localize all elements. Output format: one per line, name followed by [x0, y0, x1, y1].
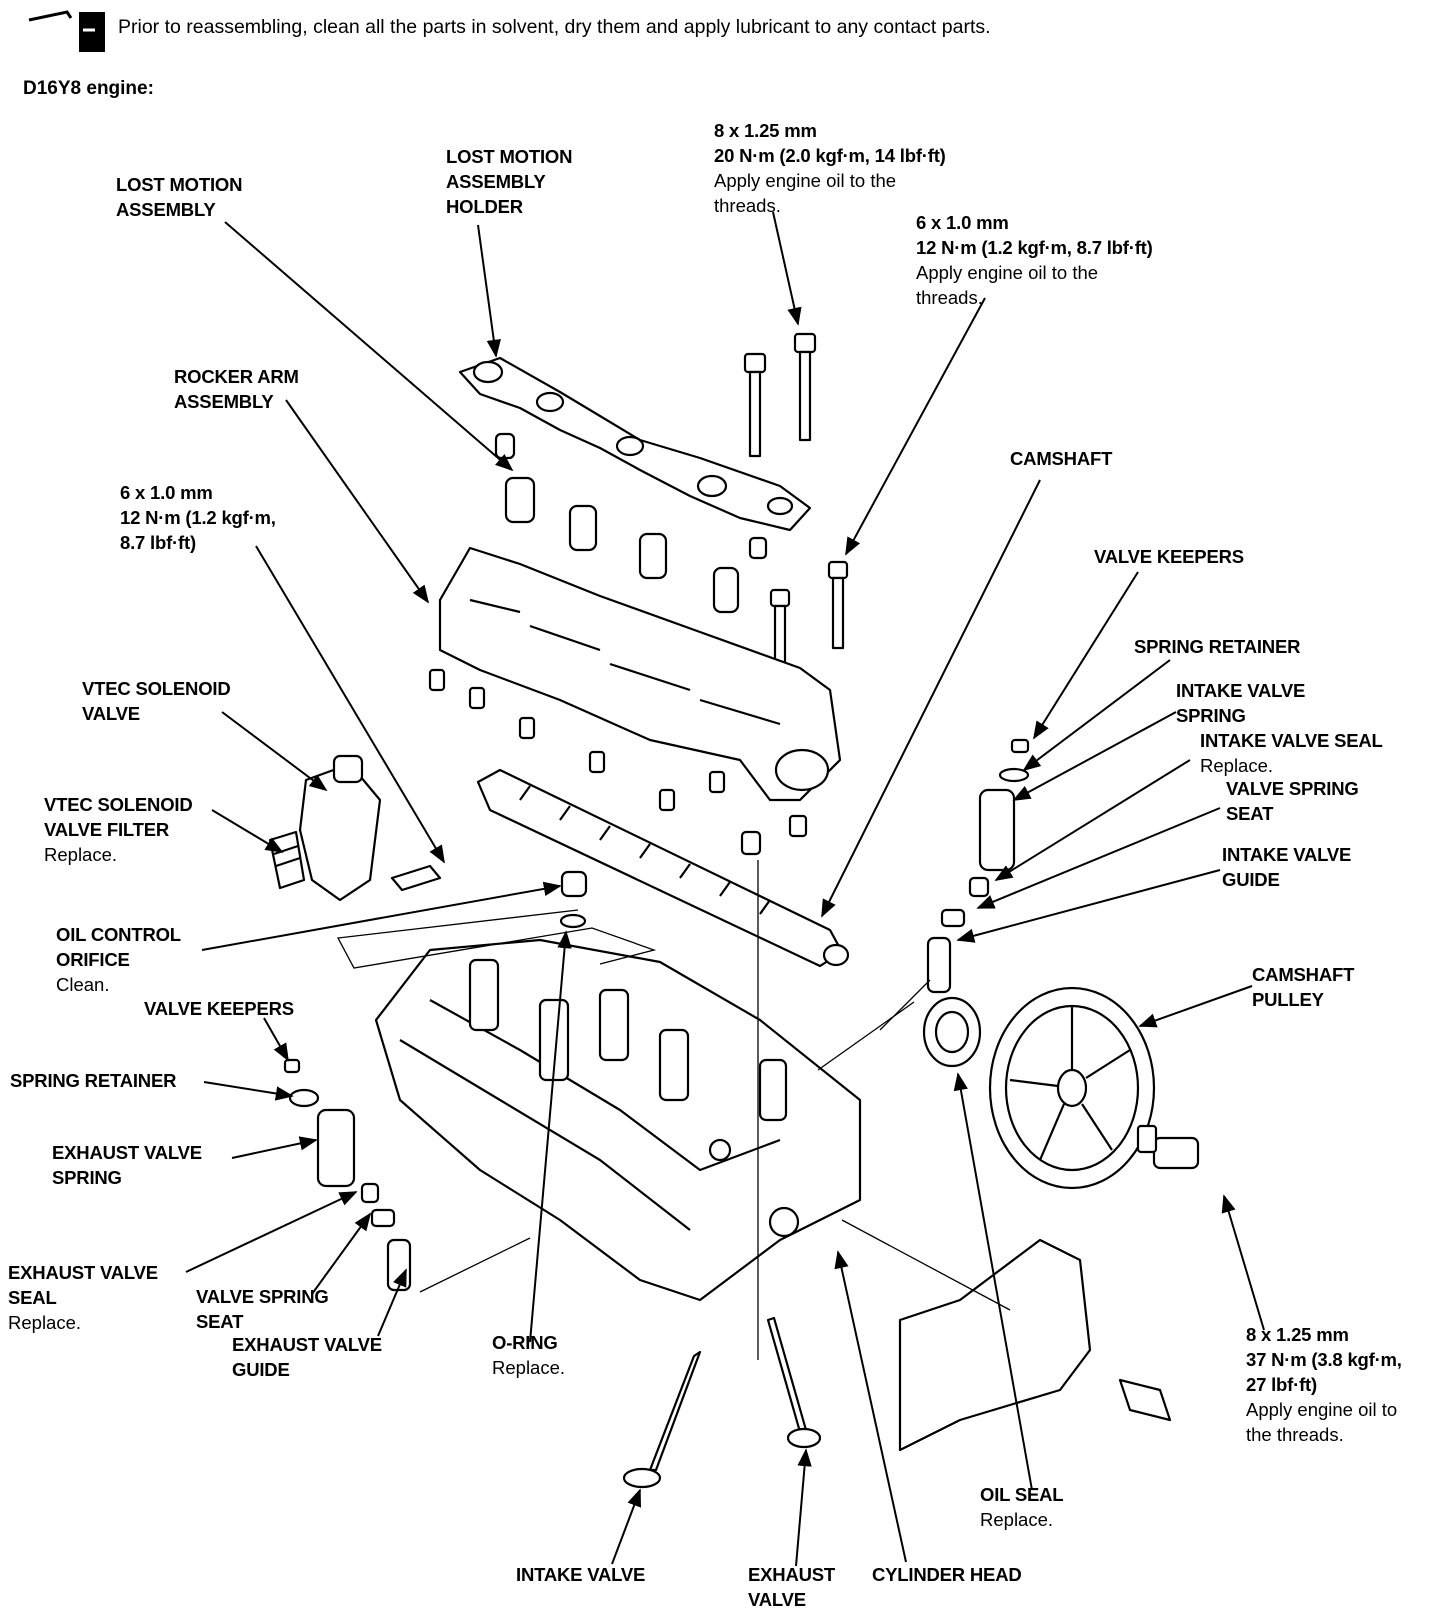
label-valve-keepers-right: VALVE KEEPERS — [1094, 546, 1244, 567]
bolts-8mm-top — [743, 332, 817, 458]
valve-springs-in-head — [468, 958, 788, 1122]
intake-valve-train-part — [926, 738, 1030, 994]
rocker-arm-assembly-part — [438, 546, 842, 802]
label-cylinder-head: CYLINDER HEAD — [872, 1564, 1022, 1585]
intake-valve-part — [622, 1350, 702, 1489]
label-camshaft: CAMSHAFT — [1010, 448, 1113, 469]
camshaft-pulley-part — [988, 986, 1156, 1190]
lost-motion-holder-part — [458, 356, 812, 532]
oil-control-orifice-part — [560, 870, 588, 898]
label-spring-retainer-left: SPRING RETAINER — [10, 1070, 177, 1091]
vtec-solenoid-part — [298, 754, 442, 902]
leader-lines — [185, 211, 1265, 1567]
guide-lines — [336, 860, 1011, 1360]
reassembly-note: Prior to reassembling, clean all the par… — [118, 16, 991, 38]
oil-seal-part — [922, 996, 982, 1068]
engine-heading: D16Y8 engine: — [23, 78, 154, 99]
o-ring-part — [559, 913, 587, 929]
exhaust-valve-train-part — [283, 1058, 412, 1292]
label-intake-valve: INTAKE VALVE — [516, 1564, 646, 1585]
cylinder-head-part — [374, 938, 862, 1302]
wrench-book-icon — [27, 6, 107, 61]
bolts-6mm — [769, 560, 849, 668]
camshaft-part — [476, 768, 850, 968]
timing-cover-part — [898, 1238, 1172, 1452]
label-valve-keepers-left: VALVE KEEPERS — [144, 998, 294, 1019]
bolt-8mm-side — [1136, 1124, 1200, 1170]
lost-motion-plungers — [494, 432, 768, 614]
exhaust-valve-part — [766, 1316, 822, 1449]
vtec-filter-part — [268, 830, 306, 890]
rocker-pins — [428, 668, 808, 856]
label-spring-retainer-right: SPRING RETAINER — [1134, 636, 1301, 657]
